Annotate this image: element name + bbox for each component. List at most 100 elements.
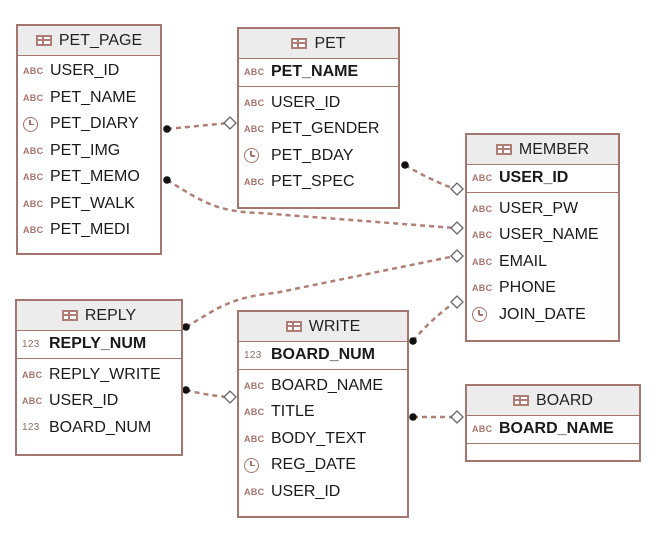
clock-icon xyxy=(244,457,259,473)
column-row[interactable]: ABC BODY_TEXT xyxy=(239,426,407,453)
column-row[interactable]: PET_DIARY xyxy=(18,111,160,138)
text-type-icon: ABC xyxy=(472,256,493,267)
relationship-diamond-end xyxy=(223,390,237,404)
clock-icon xyxy=(472,307,487,323)
column-name: PET_SPEC xyxy=(271,173,355,191)
column-name: USER_PW xyxy=(499,199,579,217)
table-name: PET xyxy=(314,34,346,52)
column-name: BOARD_NAME xyxy=(499,420,614,438)
relationship-line xyxy=(412,300,456,342)
table-name: PET_PAGE xyxy=(58,31,143,49)
column-name: PET_BDAY xyxy=(271,146,354,164)
column-row[interactable]: ABC USER_ID xyxy=(17,388,181,415)
relationship-one-end xyxy=(163,125,171,133)
column-row[interactable]: ABC PET_IMG xyxy=(18,138,160,165)
column-name: PET_WALK xyxy=(50,194,135,212)
columns-section xyxy=(467,444,639,447)
text-type-icon: ABC xyxy=(23,172,44,183)
table-header: WRITE xyxy=(239,312,407,342)
relationship-one-end xyxy=(182,323,190,331)
table-header: PET xyxy=(239,29,398,59)
column-name: BOARD_NUM xyxy=(271,346,375,364)
column-name: BODY_TEXT xyxy=(271,429,367,447)
text-type-icon: ABC xyxy=(244,67,265,78)
relationship-one-end xyxy=(163,176,171,184)
text-type-icon: ABC xyxy=(472,230,493,241)
column-row[interactable]: ABC PET_MEMO xyxy=(18,164,160,191)
table-icon xyxy=(285,321,302,332)
table-icon xyxy=(61,310,78,321)
column-row[interactable]: REG_DATE xyxy=(239,452,407,479)
column-name: PET_MEMO xyxy=(50,168,140,186)
column-name: USER_ID xyxy=(271,93,341,111)
column-name: JOIN_DATE xyxy=(499,305,586,323)
column-name: USER_NAME xyxy=(499,226,599,244)
text-type-icon: ABC xyxy=(472,173,493,184)
table-name: WRITE xyxy=(308,317,361,335)
column-row[interactable]: ABC USER_NAME xyxy=(467,222,618,249)
relationship-line xyxy=(166,121,230,131)
column-name: PET_IMG xyxy=(50,141,121,159)
numeric-type-icon: 123 xyxy=(22,338,40,350)
table-icon xyxy=(513,395,530,406)
column-row[interactable]: ABC PET_SPEC xyxy=(239,169,398,196)
clock-icon xyxy=(23,116,38,132)
column-row[interactable]: ABC USER_ID xyxy=(239,479,407,506)
primary-key-row[interactable]: 123 BOARD_NUM xyxy=(239,342,407,369)
primary-key-section: 123 BOARD_NUM xyxy=(239,342,407,370)
relationship-one-end xyxy=(409,337,417,345)
column-row[interactable]: PET_BDAY xyxy=(239,143,398,170)
column-name: PET_NAME xyxy=(50,88,137,106)
text-type-icon: ABC xyxy=(244,177,265,188)
column-name: PET_DIARY xyxy=(50,115,139,133)
numeric-type-icon: 123 xyxy=(244,349,262,361)
column-name: USER_ID xyxy=(271,482,341,500)
relationship-diamond-end xyxy=(450,182,464,196)
text-type-icon: ABC xyxy=(23,145,44,156)
text-type-icon: ABC xyxy=(244,433,265,444)
column-row[interactable]: JOIN_DATE xyxy=(467,302,618,329)
column-name: USER_ID xyxy=(49,392,119,410)
relationship-one-end xyxy=(401,161,409,169)
relationship-one-end xyxy=(182,386,190,394)
text-type-icon: ABC xyxy=(244,380,265,391)
text-type-icon: ABC xyxy=(472,203,493,214)
table-header: BOARD xyxy=(467,386,639,416)
text-type-icon: ABC xyxy=(244,486,265,497)
text-type-icon: ABC xyxy=(244,124,265,135)
column-row[interactable]: ABC USER_PW xyxy=(467,196,618,223)
numeric-type-icon: 123 xyxy=(22,422,40,434)
text-type-icon: ABC xyxy=(472,283,493,294)
relationship-diamond-end xyxy=(450,249,464,263)
relationship-diamond-end xyxy=(450,221,464,235)
text-type-icon: ABC xyxy=(22,396,43,407)
table-header: PET_PAGE xyxy=(18,26,160,56)
